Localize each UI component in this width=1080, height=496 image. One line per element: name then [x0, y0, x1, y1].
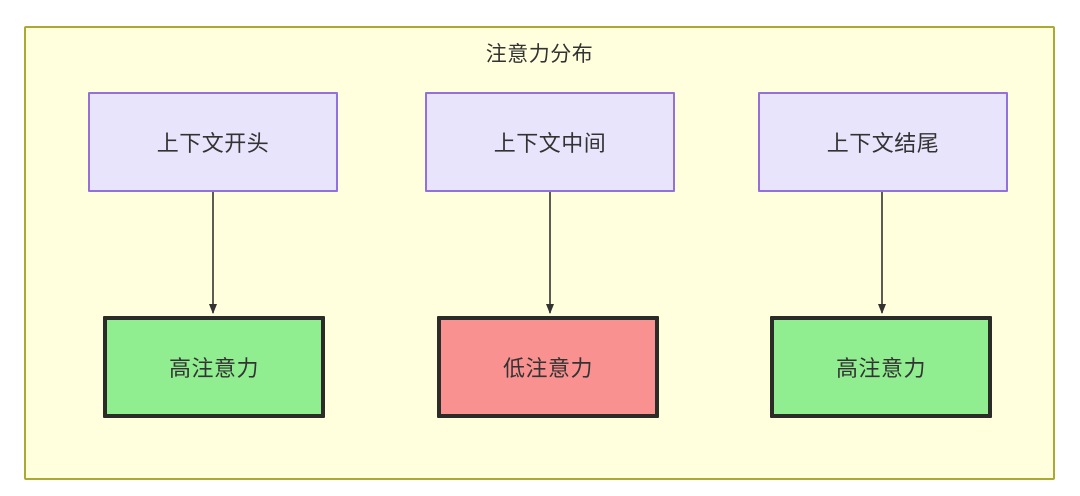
node-context-start[interactable]: 上下文开头 [88, 92, 338, 192]
subgraph-title: 注意力分布 [485, 43, 594, 66]
node-attention-low-middle[interactable]: 低注意力 [437, 316, 659, 418]
node-context-middle-label: 上下文中间 [493, 131, 607, 156]
node-context-end[interactable]: 上下文结尾 [758, 92, 1008, 192]
node-context-end-label: 上下文结尾 [826, 131, 940, 156]
node-attention-high-end-label: 高注意力 [835, 356, 926, 381]
node-context-start-label: 上下文开头 [156, 131, 270, 156]
node-attention-low-middle-label: 低注意力 [502, 356, 593, 381]
node-attention-high-start[interactable]: 高注意力 [103, 316, 325, 418]
node-attention-high-start-label: 高注意力 [168, 356, 259, 381]
node-attention-high-end[interactable]: 高注意力 [770, 316, 992, 418]
node-context-middle[interactable]: 上下文中间 [425, 92, 675, 192]
